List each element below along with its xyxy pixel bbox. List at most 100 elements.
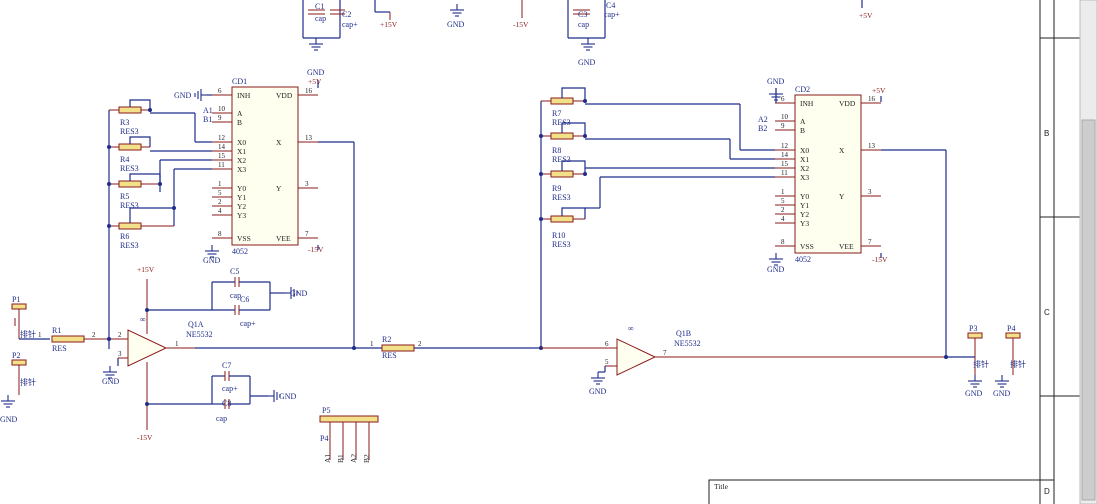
- cd2-sel-b: B2: [758, 124, 767, 133]
- q1b-part: NE5532: [674, 339, 701, 348]
- cd1-inh-gnd-label: GND: [174, 91, 192, 100]
- r9-ref: R9: [552, 184, 561, 193]
- zone-label-d: D: [1044, 487, 1050, 496]
- ic2-pin-number: 6: [781, 95, 785, 103]
- ic2-pin-name: X0: [800, 146, 809, 155]
- cd1-sel-b: B1: [203, 115, 212, 124]
- r3-ref: R3: [120, 118, 129, 127]
- cd2-sel-a: A2: [758, 115, 768, 124]
- ic2-pin-name: X: [839, 146, 845, 155]
- p1-value: 排针: [20, 329, 36, 339]
- ic1-pin-name: X2: [237, 156, 246, 165]
- cd1-part: 4052: [232, 247, 248, 256]
- c8-value: cap: [216, 414, 227, 423]
- sel-sig-3: A2: [349, 454, 358, 463]
- c7c8-gnd-label: GND: [279, 392, 297, 401]
- q1a-ref: Q1A: [188, 320, 204, 329]
- c5-ref: C5: [230, 267, 239, 276]
- ic1-pin-number: 9: [218, 114, 222, 122]
- r7-ref: R7: [552, 109, 561, 118]
- ic1-pin-number: 8: [218, 230, 222, 238]
- cd2-vee-label: -15V: [872, 255, 888, 264]
- q1a-sym: ∞: [140, 315, 146, 324]
- ic1-pin-number: 12: [218, 134, 226, 142]
- p4-value: 排针: [1010, 359, 1026, 369]
- top-power-decoupling-left: C1 cap C2 cap+ GND +15V GND -15V: [302, 0, 529, 77]
- c4-ref: C4: [606, 1, 615, 10]
- ic2-pin-name: Y2: [800, 210, 809, 219]
- connector-p3: P3 排针 GND: [946, 324, 989, 398]
- sel-conn-ref: P5: [322, 406, 330, 415]
- c7-value: cap+: [222, 384, 238, 393]
- sel-sig-2: B1: [336, 454, 345, 463]
- ic1-pin-name: Y2: [237, 202, 246, 211]
- connector-p2: P2 排针 GND: [0, 351, 36, 424]
- p2-value: 排针: [20, 377, 36, 387]
- ic2-pin-name: X3: [800, 173, 809, 182]
- q1a-pin-in1: 2: [118, 331, 122, 339]
- resistor-r1: R1 RES 2: [51, 326, 109, 353]
- c3-value: cap: [578, 20, 589, 29]
- c8-ref: C8: [222, 399, 231, 408]
- ic2-pin-name: A: [800, 117, 806, 126]
- ic2-pin-name: X1: [800, 155, 809, 164]
- ic2-pin-number: 16: [868, 95, 876, 103]
- ic2-pin-name: X2: [800, 164, 809, 173]
- r10-ref: R10: [552, 231, 565, 240]
- r5-value: RES3: [120, 201, 139, 210]
- ic1-pin-name: X3: [237, 165, 246, 174]
- trimmer-bank-left: R3 RES3 R4 RES3 R5 RES3 R6 RES3: [107, 99, 212, 349]
- c3-ref: C3: [578, 10, 587, 19]
- p4-gnd-label: GND: [993, 389, 1011, 398]
- p1-pin1: 1: [38, 331, 42, 339]
- top-gnd-2-label: GND: [447, 20, 465, 29]
- p2-gnd-label: GND: [0, 415, 18, 424]
- ic2-pin-number: 10: [781, 113, 789, 121]
- ic2-pin-number: 8: [781, 238, 785, 246]
- q1b-pin-out: 7: [663, 349, 667, 357]
- ic2-pin-number: 5: [781, 197, 785, 205]
- c5c6-gnd-label: GND: [290, 289, 308, 298]
- q1a-pin-in2: 3: [118, 350, 122, 358]
- cd2-part: 4052: [795, 255, 811, 264]
- ic2-pin-number: 9: [781, 122, 785, 130]
- r6-ref: R6: [120, 232, 129, 241]
- ic2-pin-name: Y1: [800, 201, 809, 210]
- ic1-pin-name: VDD: [276, 91, 293, 100]
- ic1-pin-number: 15: [218, 152, 226, 160]
- r3-value: RES3: [120, 127, 139, 136]
- q1b-gnd-label: GND: [589, 387, 607, 396]
- cd1-ref: CD1: [232, 77, 247, 86]
- ic1-pin-number: 6: [218, 87, 222, 95]
- ic2-pin-number: 2: [781, 206, 785, 214]
- c2-ref: C2: [342, 10, 351, 19]
- cd2-inh-gnd-label: GND: [767, 77, 785, 86]
- c1-ref: C1: [315, 2, 324, 11]
- r2-pin2: 2: [418, 340, 422, 348]
- ic2-pin-name: INH: [800, 99, 814, 108]
- ic1-pin-name: Y0: [237, 184, 246, 193]
- q1b-sym: ∞: [628, 324, 634, 333]
- p4-ref: P4: [1007, 324, 1015, 333]
- top-p15-label: +15V: [380, 20, 398, 29]
- top-n15-label: -15V: [513, 20, 529, 29]
- cd1-vdd-label: +5V: [308, 77, 322, 86]
- ic2-pin-number: 7: [868, 238, 872, 246]
- cd1-vee-label: -15V: [308, 245, 324, 254]
- r2-pin1: 1: [370, 340, 374, 348]
- q1a-gnd-label: GND: [102, 377, 120, 386]
- ic1-pin-number: 11: [218, 161, 225, 169]
- caps-c5-c6: GND C5 cap C6 cap+: [147, 267, 308, 328]
- title-block-label: Title: [714, 482, 729, 491]
- c6-ref: C6: [240, 295, 249, 304]
- q1b-ref: Q1B: [676, 329, 691, 338]
- connector-select: P5 P4 A1 B1 A2 B2: [319, 406, 379, 463]
- ic1-pin-name: X0: [237, 138, 246, 147]
- q1a-part: NE5532: [186, 330, 213, 339]
- cd2-vss-gnd-label: GND: [767, 265, 785, 274]
- sel-sig-1: A1: [323, 454, 332, 463]
- sheet-frame: B C D Title: [708, 0, 1097, 504]
- c2-value: cap+: [342, 20, 358, 29]
- ic1-pin-number: 5: [218, 189, 222, 197]
